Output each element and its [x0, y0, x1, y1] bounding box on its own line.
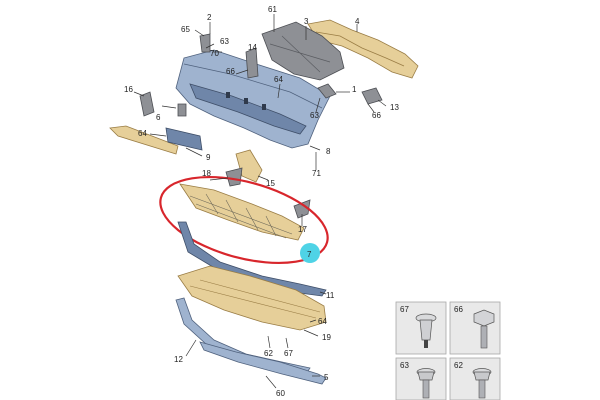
side-trim-bar	[109, 125, 179, 155]
highlight-badge-label: 7	[307, 250, 312, 259]
fastener-label-67: 67	[400, 305, 409, 314]
callout-62: 62	[264, 349, 273, 358]
callout-5: 5	[324, 373, 329, 382]
callout-64-top: 64	[274, 75, 283, 84]
callout-8: 8	[326, 147, 331, 156]
callout-71: 71	[312, 169, 321, 178]
callout-64-left: 64	[138, 129, 147, 138]
fastener-panel: 67 66 63 62	[395, 301, 501, 400]
callout-16: 16	[124, 85, 133, 94]
lower-bracket-left	[165, 127, 203, 151]
bottom-strip	[199, 341, 327, 385]
clip-67-icon	[415, 313, 437, 348]
callout-9: 9	[206, 153, 211, 162]
callout-6: 6	[156, 113, 161, 122]
small-brackets	[139, 33, 383, 117]
bolt-63-icon	[416, 368, 436, 399]
upper-absorber	[261, 21, 345, 81]
callout-65: 65	[181, 25, 190, 34]
callout-11: 11	[326, 291, 335, 300]
callout-14: 14	[248, 43, 257, 52]
bolt-62-icon	[472, 368, 492, 399]
callout-19: 19	[322, 333, 331, 342]
callout-63-right: 63	[310, 111, 319, 120]
callout-12: 12	[174, 355, 183, 364]
fastener-tile-66	[449, 301, 501, 355]
bumper-cover	[175, 49, 331, 149]
callout-61: 61	[268, 5, 277, 14]
callout-63-top: 63	[220, 37, 229, 46]
undertray	[177, 265, 327, 331]
callout-13: 13	[390, 103, 399, 112]
callout-66-right: 66	[372, 111, 381, 120]
fastener-label-66: 66	[454, 305, 463, 314]
leader-lines	[133, 14, 387, 389]
lower-grille	[179, 167, 311, 241]
callout-70: 70	[210, 49, 219, 58]
callout-60: 60	[276, 389, 285, 398]
bolt-66-icon	[473, 309, 495, 349]
callout-18: 18	[202, 169, 211, 178]
fastener-label-63: 63	[400, 361, 409, 370]
callout-64-lower: 64	[318, 317, 327, 326]
callout-2: 2	[207, 13, 212, 22]
callouts: 2 65 63 70 61 3 4 14 66 64 16 1 13 63 66…	[124, 5, 399, 398]
fastener-tile-62	[449, 357, 501, 400]
callout-17: 17	[298, 225, 307, 234]
callout-66-left: 66	[226, 67, 235, 76]
callout-3: 3	[304, 17, 309, 26]
bumper-reinforcement	[307, 19, 419, 79]
highlight-badge	[300, 243, 320, 263]
callout-15: 15	[266, 179, 275, 188]
callout-4: 4	[355, 17, 360, 26]
highlight-ellipse	[159, 175, 329, 265]
fastener-label-62: 62	[454, 361, 463, 370]
callout-1: 1	[352, 85, 357, 94]
callout-67: 67	[284, 349, 293, 358]
